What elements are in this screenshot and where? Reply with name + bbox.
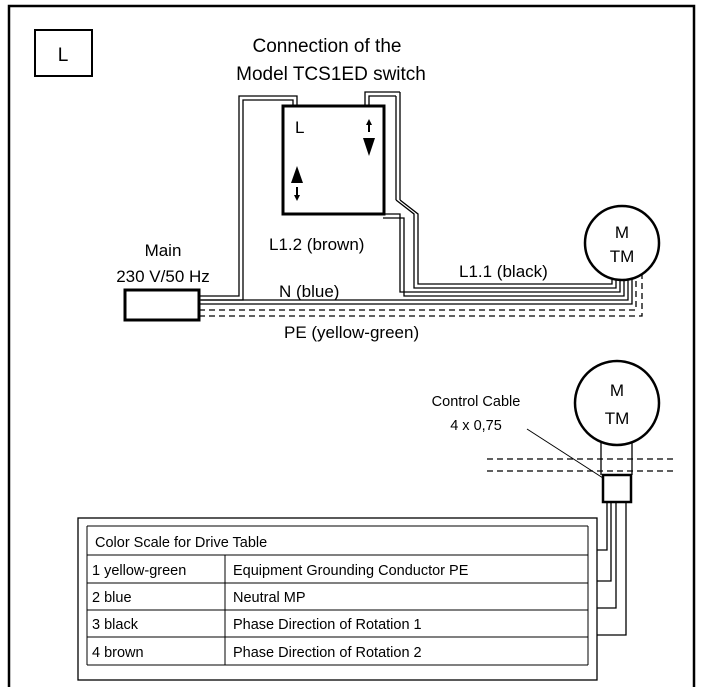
control-cable-label-1: Control Cable — [432, 394, 521, 410]
table-row-meaning-1: Equipment Grounding Conductor PE — [233, 563, 469, 579]
table-row-meaning-3: Phase Direction of Rotation 1 — [233, 617, 422, 633]
wiring-lines — [199, 91, 633, 305]
control-cable-leader — [526, 428, 604, 479]
cable-connector-box — [601, 473, 633, 504]
table-row-code-4: 4 brown — [92, 645, 144, 661]
title-line-1: Connection of the — [253, 36, 402, 57]
pe-conductor — [199, 262, 643, 317]
motor-bottom-icon — [573, 359, 661, 447]
main-label-line-1: Main — [145, 241, 182, 260]
control-cable-label-2: 4 x 0,75 — [450, 418, 502, 434]
main-label-line-2: 230 V/50 Hz — [116, 267, 210, 286]
motor-bottom-label-2: TM — [605, 409, 630, 428]
diagram-border — [7, 4, 696, 687]
table-row-code-1: 1 yellow-green — [92, 563, 186, 579]
panel-tag: L — [58, 45, 69, 66]
wire-neutral-label: N (blue) — [279, 282, 339, 301]
table-leads — [597, 502, 627, 636]
color-table — [77, 517, 598, 681]
wire-pe-label: PE (yellow-green) — [284, 323, 419, 342]
rotation-arrow-down-up-icon — [291, 166, 303, 201]
table-row-code-2: 2 blue — [92, 590, 132, 606]
main-supply-box — [123, 288, 201, 322]
table-row-meaning-4: Phase Direction of Rotation 2 — [233, 645, 422, 661]
title-line-2: Model TCS1ED switch — [236, 64, 426, 85]
table-row-code-3: 3 black — [92, 617, 139, 633]
switch-box — [281, 104, 386, 216]
motor-top-icon — [583, 204, 661, 282]
motor-bottom-label-1: M — [610, 381, 624, 400]
switch-terminal-label: L — [295, 118, 304, 137]
table-row-meaning-2: Neutral MP — [233, 590, 306, 606]
wire-l12-label: L1.2 (brown) — [269, 235, 364, 254]
motor-top-label-1: M — [615, 223, 629, 242]
motor-top-label-2: TM — [610, 247, 635, 266]
cable-break-lines — [487, 458, 676, 472]
wire-l11-label: L1.1 (black) — [459, 262, 548, 281]
rotation-arrow-up-down-icon — [363, 119, 375, 156]
color-table-title: Color Scale for Drive Table — [95, 535, 267, 551]
panel-tag-box — [34, 29, 93, 77]
